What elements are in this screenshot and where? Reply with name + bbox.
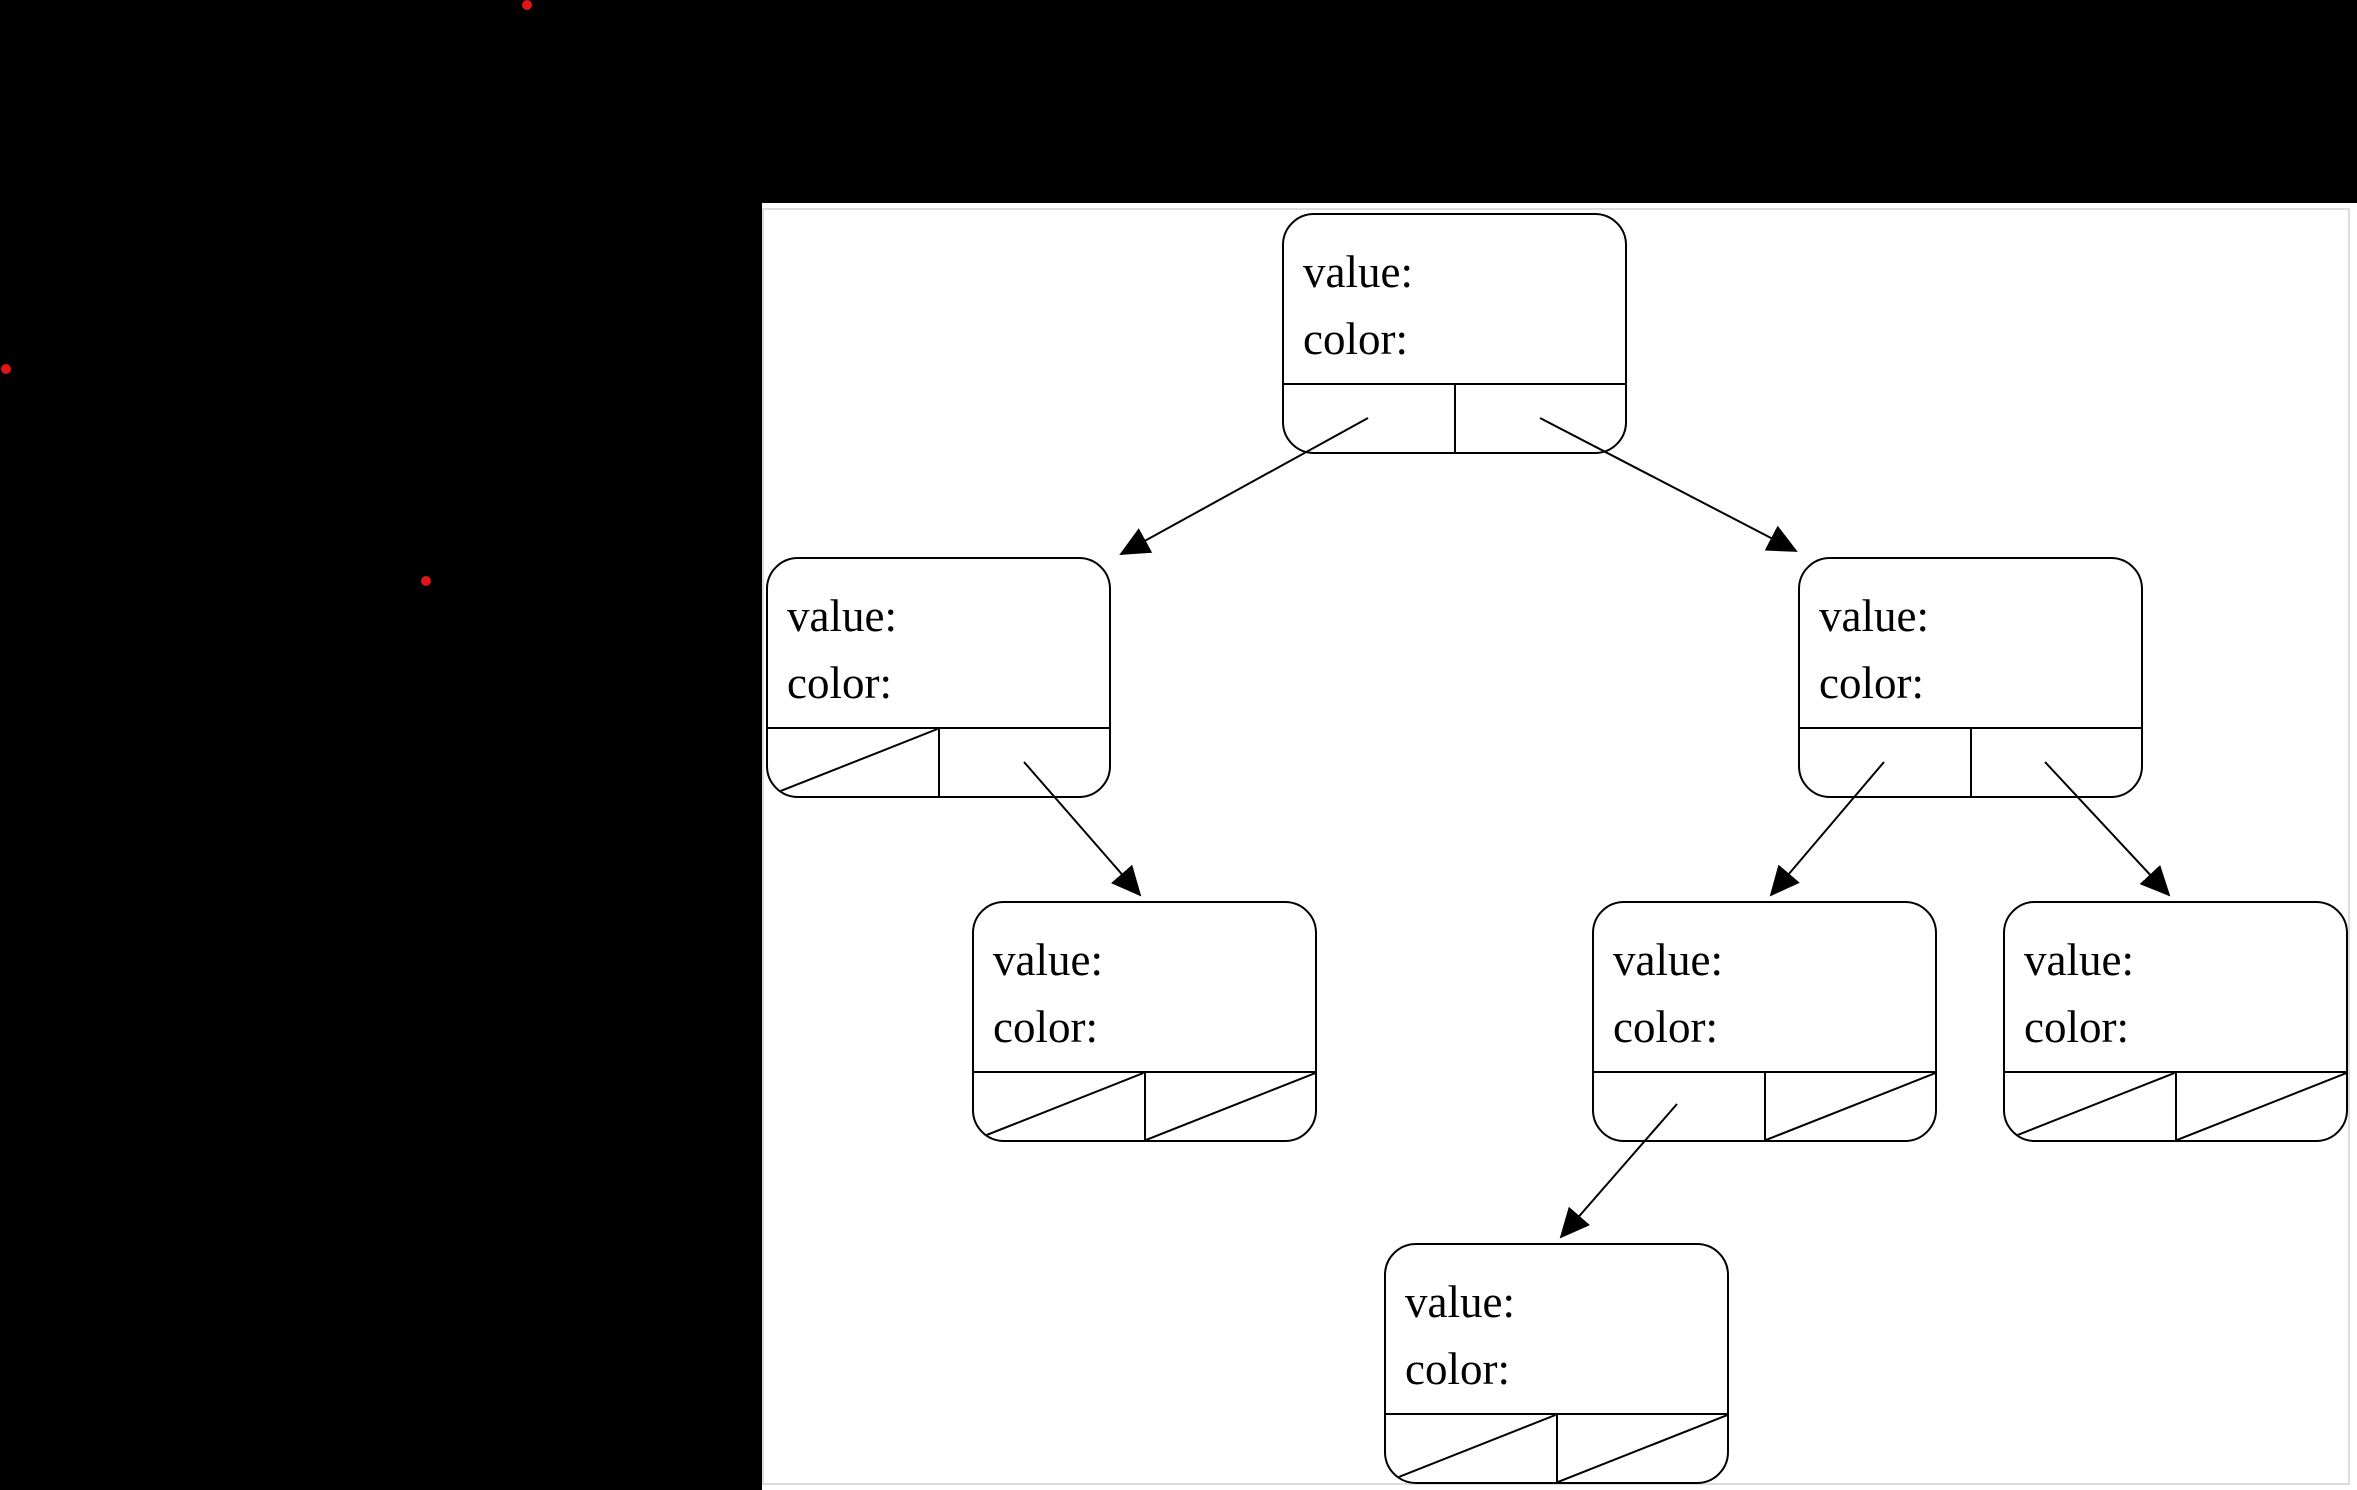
tree-node-great-grandchild: value: color: bbox=[1384, 1243, 1729, 1484]
right-pointer-cell bbox=[1456, 385, 1626, 452]
pointer-row bbox=[1800, 727, 2141, 796]
red-dot-marker bbox=[421, 576, 431, 586]
tree-node-root: value: color: bbox=[1282, 213, 1627, 454]
node-fields: value: color: bbox=[768, 559, 1109, 727]
left-pointer-cell bbox=[974, 1073, 1146, 1140]
node-fields: value: color: bbox=[2005, 903, 2346, 1071]
pointer-row bbox=[974, 1071, 1315, 1140]
tree-node-left-right-grandchild: value: color: bbox=[972, 901, 1317, 1142]
right-pointer-cell bbox=[1146, 1073, 1316, 1140]
red-dot-marker bbox=[522, 0, 532, 10]
color-field-label: color: bbox=[1819, 658, 1924, 708]
color-field-label: color: bbox=[1613, 1002, 1718, 1052]
right-pointer-cell bbox=[1766, 1073, 1936, 1140]
right-pointer-cell bbox=[2177, 1073, 2347, 1140]
null-slash-icon bbox=[768, 729, 938, 796]
value-field-label: value: bbox=[1405, 1277, 1515, 1327]
left-pointer-cell bbox=[1800, 729, 1972, 796]
pointer-row bbox=[1284, 383, 1625, 452]
value-field-label: value: bbox=[1613, 935, 1723, 985]
pointer-row bbox=[1386, 1413, 1727, 1482]
node-fields: value: color: bbox=[1800, 559, 2141, 727]
tree-node-right-child: value: color: bbox=[1798, 557, 2143, 798]
pointer-row bbox=[768, 727, 1109, 796]
tree-node-right-left-grandchild: value: color: bbox=[1592, 901, 1937, 1142]
null-slash-icon bbox=[974, 1073, 1144, 1140]
null-slash-icon bbox=[1146, 1073, 1316, 1140]
node-fields: value: color: bbox=[974, 903, 1315, 1071]
left-pointer-cell bbox=[1284, 385, 1456, 452]
color-field-label: color: bbox=[1303, 314, 1408, 364]
value-field-label: value: bbox=[787, 591, 897, 641]
color-field-label: color: bbox=[787, 658, 892, 708]
left-pointer-cell bbox=[1594, 1073, 1766, 1140]
value-field-label: value: bbox=[1819, 591, 1929, 641]
node-fields: value: color: bbox=[1594, 903, 1935, 1071]
null-slash-icon bbox=[2177, 1073, 2347, 1140]
tree-node-right-right-grandchild: value: color: bbox=[2003, 901, 2348, 1142]
null-slash-icon bbox=[1558, 1415, 1728, 1482]
null-slash-icon bbox=[1386, 1415, 1556, 1482]
pointer-row bbox=[1594, 1071, 1935, 1140]
tree-node-left-child: value: color: bbox=[766, 557, 1111, 798]
right-pointer-cell bbox=[940, 729, 1110, 796]
left-pointer-cell bbox=[768, 729, 940, 796]
pointer-row bbox=[2005, 1071, 2346, 1140]
color-field-label: color: bbox=[993, 1002, 1098, 1052]
node-fields: value: color: bbox=[1284, 215, 1625, 383]
null-slash-icon bbox=[2005, 1073, 2175, 1140]
diagram-panel-border bbox=[762, 208, 2350, 1485]
value-field-label: value: bbox=[993, 935, 1103, 985]
value-field-label: value: bbox=[2024, 935, 2134, 985]
red-dot-marker bbox=[1, 364, 11, 374]
value-field-label: value: bbox=[1303, 247, 1413, 297]
right-pointer-cell bbox=[1972, 729, 2142, 796]
right-pointer-cell bbox=[1558, 1415, 1728, 1482]
color-field-label: color: bbox=[1405, 1344, 1510, 1394]
left-pointer-cell bbox=[2005, 1073, 2177, 1140]
node-fields: value: color: bbox=[1386, 1245, 1727, 1413]
color-field-label: color: bbox=[2024, 1002, 2129, 1052]
left-pointer-cell bbox=[1386, 1415, 1558, 1482]
null-slash-icon bbox=[1766, 1073, 1936, 1140]
